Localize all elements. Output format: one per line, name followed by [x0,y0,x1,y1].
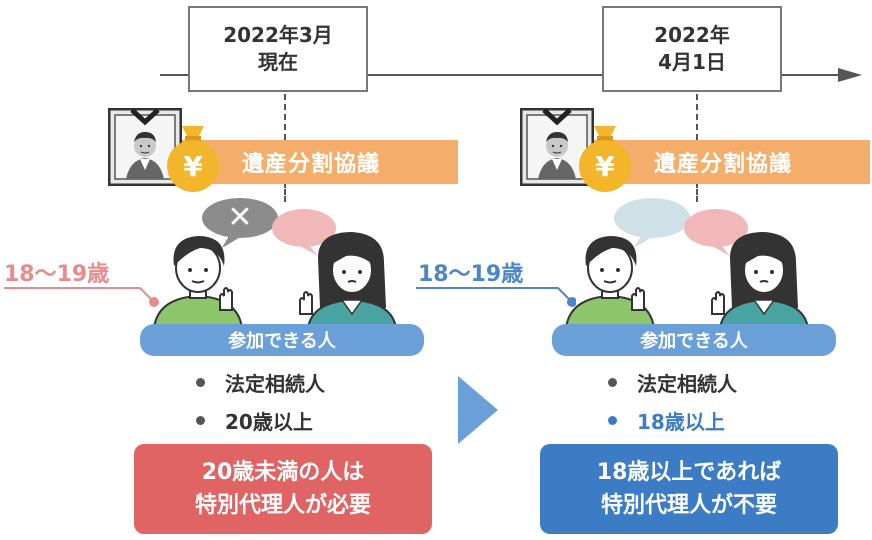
young-woman-icon [299,232,398,328]
x-mark-icon: ✕ [227,200,253,235]
bullet-icon [196,378,205,387]
date-box-after: 2022年 4月1日 [602,6,782,92]
timeline-arrow-icon [838,68,862,82]
age-label-after: 18〜19歳 [418,262,524,287]
bullet-icon [608,378,617,387]
money-bag-icon: ¥ [167,126,219,192]
yen-symbol-before: ¥ [183,150,203,183]
kyogi-label-before: 遺産分割協議 [242,152,381,177]
condition-item-before: 法定相続人 [196,368,325,397]
kyogi-label-after: 遺産分割協議 [654,152,793,177]
result-before-line1: 20歳未満の人は [201,460,365,485]
participants-bar-after: 参加できる人 [552,324,836,356]
bullet-icon [608,416,617,425]
dashed-line-after-mid [696,182,698,202]
yen-symbol-after: ¥ [595,150,615,183]
date-after-line2: 4月1日 [658,50,726,74]
condition-item-after: 法定相続人 [608,368,737,397]
condition-text: 法定相続人 [225,372,325,396]
transition-arrow-icon [458,376,498,444]
age-pointer-line-after [416,287,576,307]
participants-label-after: 参加できる人 [640,331,748,352]
young-man-icon [564,236,656,328]
date-before-line1: 2022年3月 [223,23,333,47]
condition-text: 20歳以上 [225,410,313,434]
money-bag-icon: ¥ [579,126,631,192]
result-box-before: 20歳未満の人は 特別代理人が必要 [134,444,432,534]
dashed-line-after-top [696,94,698,140]
young-man-icon [152,236,244,328]
result-before-line2: 特別代理人が必要 [194,493,371,518]
result-after-line1: 18歳以上であれば [596,460,782,485]
result-box-after: 18歳以上であれば 特別代理人が不要 [540,444,838,534]
bullet-icon [196,416,205,425]
condition-text: 法定相続人 [637,372,737,396]
dashed-line-before-top [284,94,286,140]
participants-bar-before: 参加できる人 [140,324,424,356]
age-pointer-line-before [4,287,159,307]
timeline-line [160,74,840,76]
date-box-before: 2022年3月 現在 [188,6,368,92]
speech-bubbles-before [202,198,336,256]
dashed-line-before-mid [284,182,286,202]
participants-label-before: 参加できる人 [228,331,336,352]
condition-item-after-highlight: 18歳以上 [608,406,725,435]
age-label-before: 18〜19歳 [4,262,110,287]
result-after-line2: 特別代理人が不要 [600,493,777,518]
condition-item-before: 20歳以上 [196,406,313,435]
condition-text: 18歳以上 [637,410,725,434]
speech-bubbles-after [614,198,748,256]
young-woman-icon [711,232,810,328]
date-before-line2: 現在 [258,50,298,74]
date-after-line1: 2022年 [654,23,730,47]
